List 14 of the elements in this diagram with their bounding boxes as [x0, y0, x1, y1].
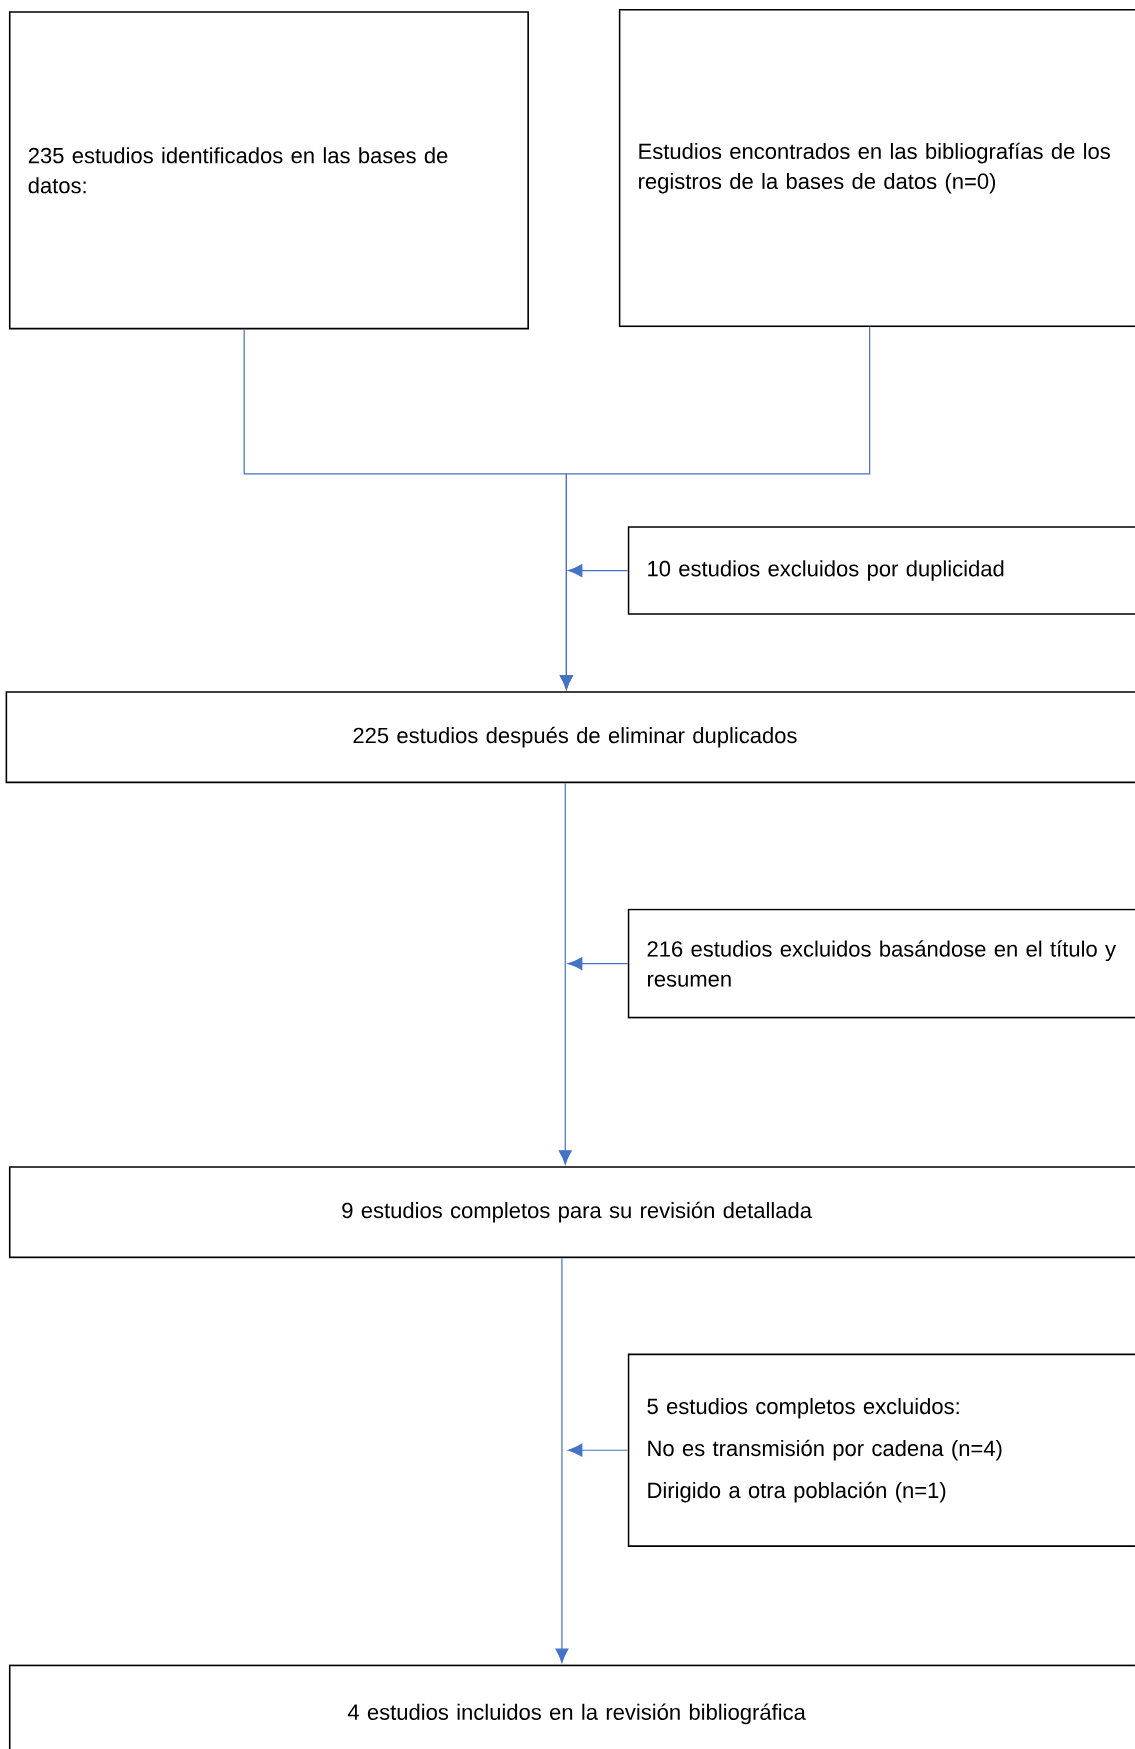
result-box: 4 estudios incluidos en la revisión bibliográfica	[8, 1664, 1135, 1749]
source-box: Estudios encontrados en las bibliografías de los registros de la bases de datos (n=0)	[618, 8, 1135, 328]
arrow	[567, 1443, 629, 1457]
process-box: 9 estudios completos para su revisión detallada	[8, 1166, 1135, 1259]
exclusion-box: 10 estudios excluidos por duplicidad	[627, 526, 1135, 615]
process-box: 225 estudios después de eliminar duplicados	[5, 691, 1135, 784]
arrow	[567, 957, 629, 970]
exclusion-box: 5 estudios completos excluidos: No es transmisión por cadena (n=4) Dirigido a otra población (n=1)	[627, 1353, 1135, 1547]
arrow	[567, 564, 629, 577]
arrow	[555, 1257, 569, 1664]
arrow	[558, 782, 572, 1165]
arrow	[559, 326, 871, 690]
source-box: 235 estudios identificados en las bases de datos:	[8, 11, 529, 330]
exclusion-box: 216 estudios excluidos basándose en el título y resumen	[627, 908, 1135, 1019]
